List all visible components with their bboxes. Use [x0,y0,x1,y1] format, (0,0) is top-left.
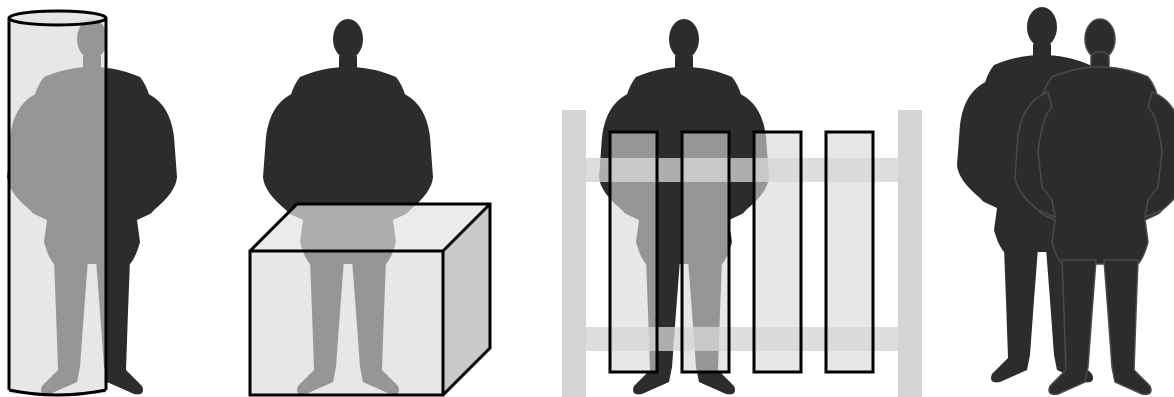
fence-picket [754,132,801,372]
panel-person-occlusion [957,7,1174,394]
panel-box [250,19,490,395]
fence-picket [682,132,729,372]
panel-cylinder [7,11,177,395]
cylinder-occluder [9,11,106,395]
panel-fence [562,19,922,397]
box-occluder [250,204,490,395]
fence-picket [610,132,657,372]
fence-picket [826,132,873,372]
